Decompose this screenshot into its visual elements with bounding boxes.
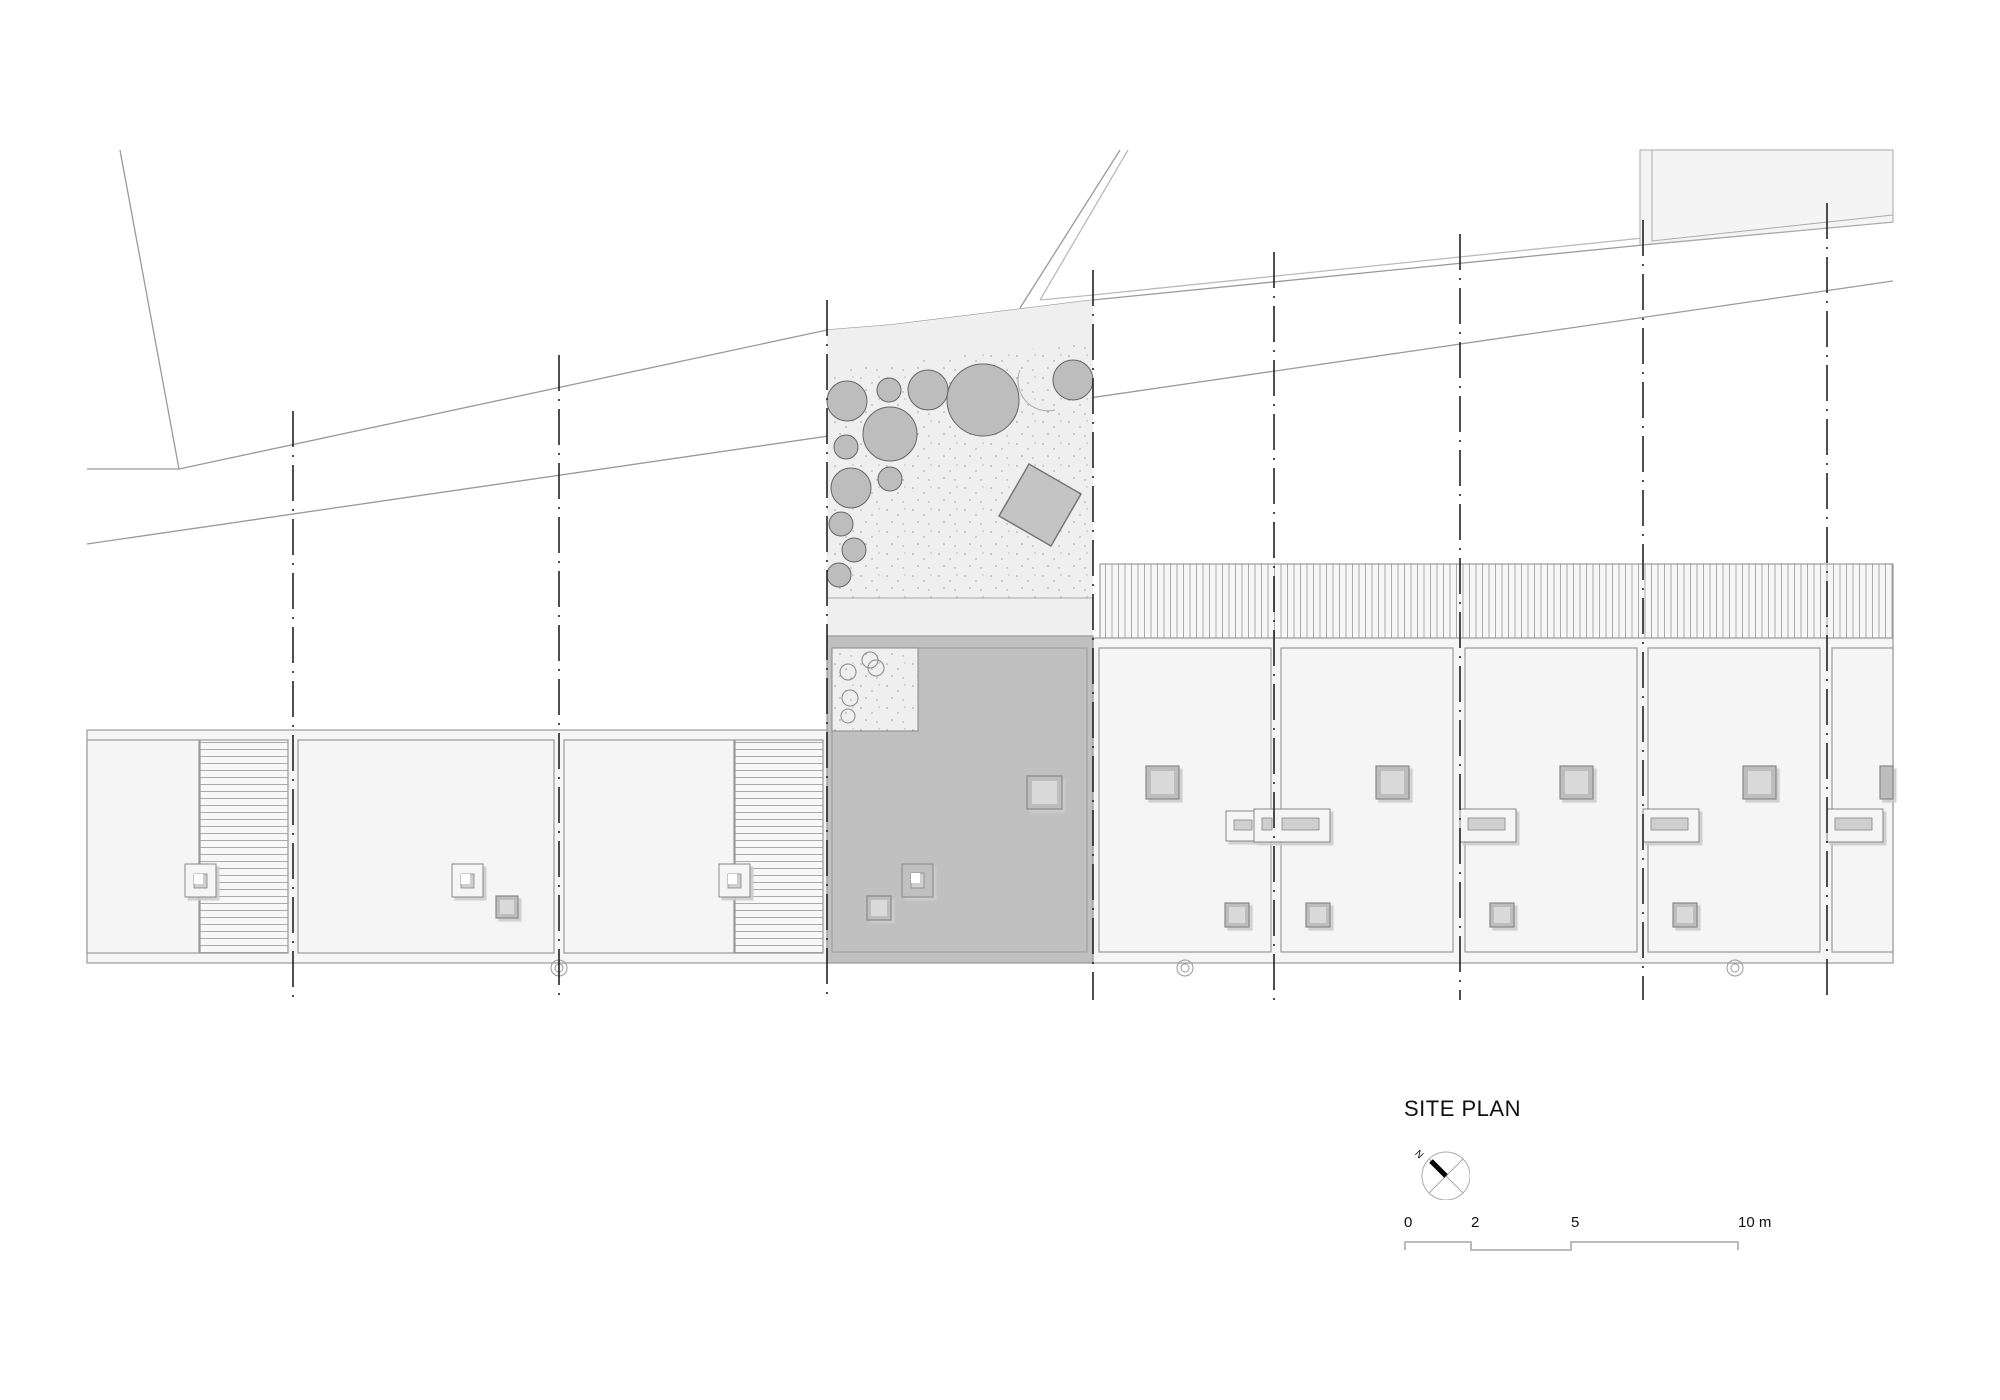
scale-tick-0: 0 (1404, 1214, 1413, 1231)
north-label: N (1412, 1148, 1425, 1161)
skylights (184, 765, 1894, 928)
legend: SITE PLAN N 0 2 5 10 m (1404, 1096, 1864, 1276)
trees (826, 359, 1094, 588)
garden-area (827, 300, 1093, 638)
garden-pavilion (997, 462, 1083, 548)
left-row (86, 729, 828, 964)
drawing-title: SITE PLAN (1404, 1096, 1521, 1121)
right-terrace-strip (1099, 563, 1894, 639)
north-arrow-icon: N (1412, 1148, 1470, 1200)
grid-axes (292, 203, 1828, 1000)
scale-tick-2: 2 (1471, 1214, 1480, 1231)
scale-tick-10: 10 m (1738, 1214, 1772, 1231)
neighbor-parcel (1639, 149, 1894, 246)
scale-tick-5: 5 (1571, 1214, 1580, 1231)
scale-bar (1404, 1241, 1739, 1251)
